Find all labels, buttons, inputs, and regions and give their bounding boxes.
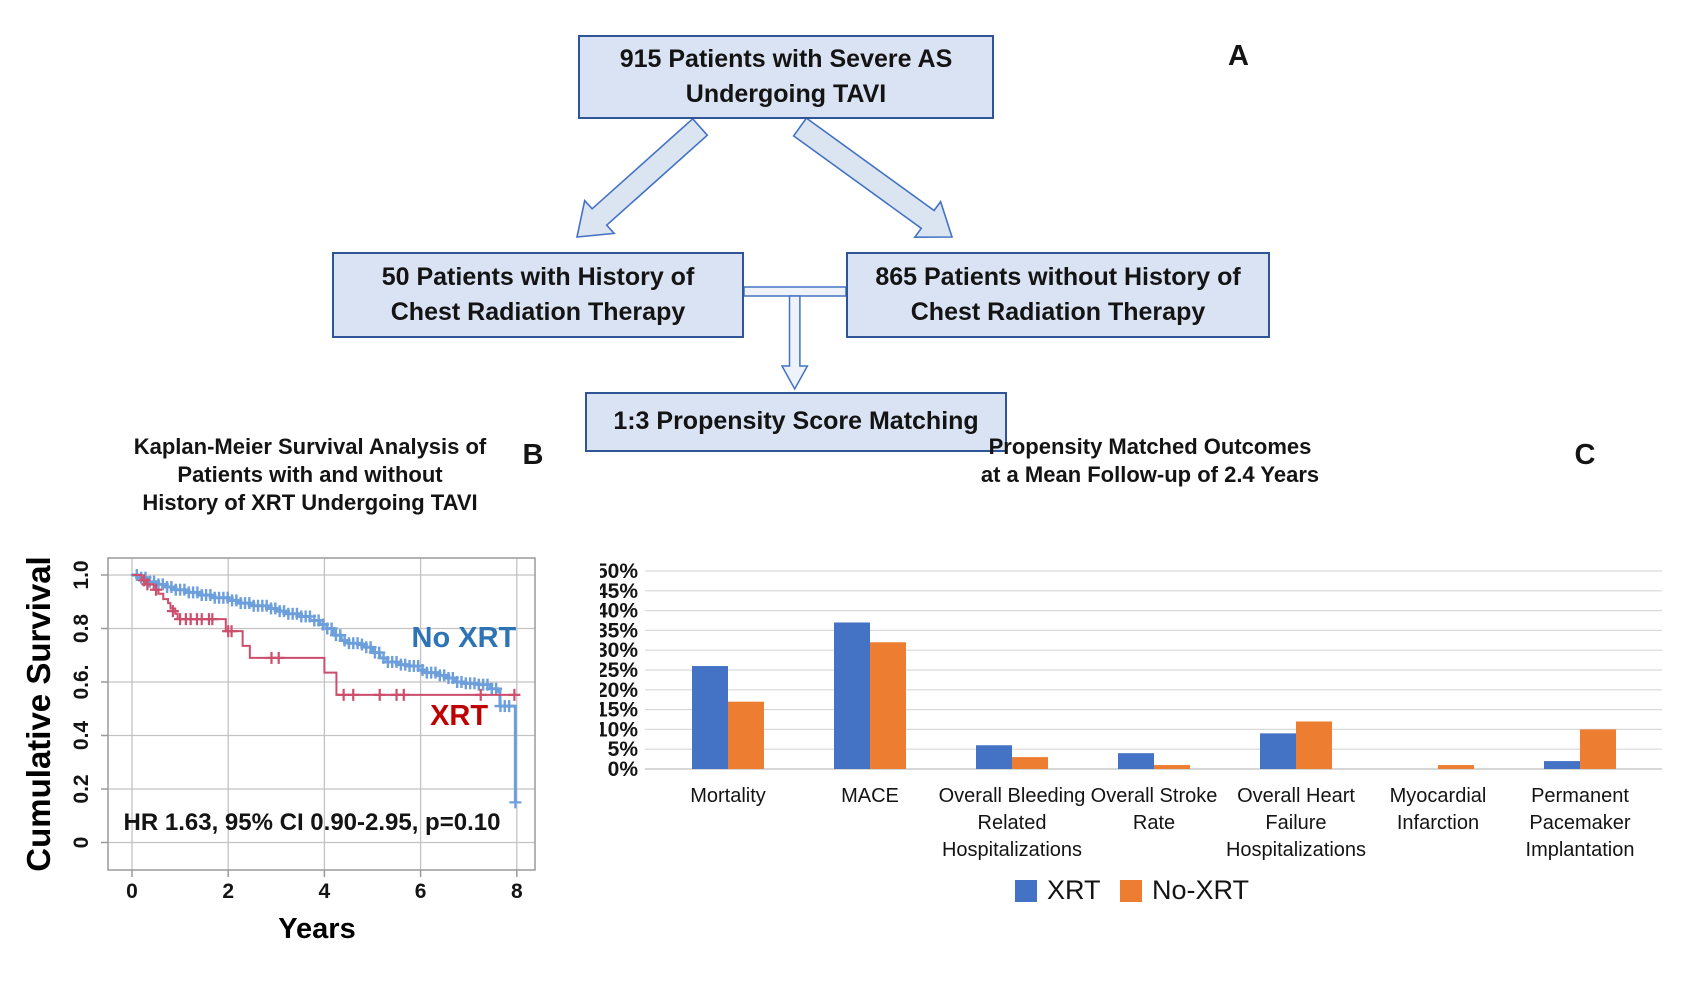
km-title-line: Kaplan-Meier Survival Analysis of [134, 434, 487, 459]
bar-ytick-label: 50% [600, 560, 638, 583]
km-ylabel: Cumulative Survival [20, 556, 57, 871]
bar-title-line: at a Mean Follow-up of 2.4 Years [981, 462, 1319, 487]
bar-no-xrt-4 [1296, 721, 1332, 769]
flow-arrow-right [792, 116, 954, 239]
bar-ytick-label: 5% [608, 738, 639, 761]
km-hr-annotation: HR 1.63, 95% CI 0.90-2.95, p=0.10 [124, 809, 501, 836]
km-xtick-label: 8 [511, 880, 523, 903]
bar-ytick-label: 45% [600, 580, 638, 603]
km-xtick-label: 0 [126, 880, 138, 903]
bar-no-xrt-1 [870, 642, 906, 769]
flow-arrow-down [780, 295, 809, 391]
bar-ytick-label: 30% [600, 639, 638, 662]
km-curve-xrt: XRT [132, 574, 521, 732]
bar-xrt-4 [1260, 733, 1296, 769]
flow-box-total-patients: 915 Patients with Severe AS Undergoing T… [578, 35, 994, 119]
km-ytick-label: 0.6. [70, 664, 93, 699]
km-title: Kaplan-Meier Survival Analysis of Patient… [134, 434, 487, 515]
km-series-label: XRT [430, 700, 488, 732]
bar-no-xrt-2 [1012, 757, 1048, 769]
bar-title-line: Propensity Matched Outcomes [989, 434, 1312, 459]
bar-no-xrt-0 [728, 701, 764, 769]
km-axis-ticks: 1.0 0.8 0.6. 0.4 0.2 0 0 2 4 6 8 [70, 560, 523, 903]
flow-box-xrt-line1: 50 Patients with History of [381, 262, 695, 291]
flow-box-matching: 1:3 Propensity Score Matching [585, 392, 1007, 452]
bar-category-label: Mortality [690, 785, 766, 807]
km-xtick-label: 2 [222, 880, 234, 903]
bar-groups [692, 622, 1616, 769]
bar-xrt-2 [976, 745, 1012, 769]
km-ytick-label: 0 [70, 837, 93, 849]
bar-gridlines [645, 570, 1662, 770]
km-ytick-label: 0.2 [70, 774, 93, 803]
bar-no-xrt-5 [1438, 765, 1474, 769]
flow-box-no-xrt-line1: 865 Patients without History of [875, 262, 1241, 291]
km-plot: 1.0 0.8 0.6. 0.4 0.2 0 0 2 4 6 8 Cumulative Surviva… [20, 434, 544, 945]
flow-box-matching-line1: 1:3 Propensity Score Matching [613, 407, 979, 436]
flow-box-no-xrt-line2: Chest Radiation Therapy [910, 298, 1206, 326]
bar-xrt-0 [692, 666, 728, 769]
panel-label-a: A [1228, 40, 1249, 72]
flow-box-total-line1: 915 Patients with Severe AS [619, 44, 953, 73]
bar-ytick-label: 0% [608, 758, 639, 781]
bar-ytick-label: 15% [600, 699, 638, 722]
km-plot-frame [107, 557, 536, 871]
panel-label-b: B [523, 439, 544, 471]
bar-category-label: MACE [841, 785, 899, 807]
bar-ytick-label: 20% [600, 679, 638, 702]
bar-ytick-label: 25% [600, 659, 638, 682]
bar-ytick-label: 10% [600, 718, 638, 741]
bar-ytick-label: 40% [600, 600, 638, 623]
bar-title: Propensity Matched Outcomes at a Mean Fol… [981, 434, 1319, 487]
panel-label-c: C [1575, 439, 1596, 471]
legend-swatch-xrt [1015, 880, 1037, 902]
bar-no-xrt-6 [1580, 729, 1616, 769]
km-curve-no-xrt: No XRT [130, 569, 522, 809]
flow-box-xrt-group: 50 Patients with History of Chest Radiat… [332, 252, 744, 338]
bar-xrt-3 [1118, 753, 1154, 769]
flow-box-xrt-line2: Chest Radiation Therapy [390, 298, 686, 326]
flow-box-no-xrt-group: 865 Patients without History of Chest Ra… [846, 252, 1270, 338]
km-ytick-label: 1.0 [70, 560, 93, 589]
flow-arrow-left [575, 117, 709, 238]
legend-label-xrt: XRT [1047, 875, 1101, 905]
km-title-line: History of XRT Undergoing TAVI [142, 490, 477, 515]
bar-xrt-6 [1544, 761, 1580, 769]
bar-ytick-labels: 0%5%10%15%20%25%30%35%40%45%50% [600, 560, 638, 781]
km-ytick-label: 0.8 [70, 614, 93, 644]
km-title-line: Patients with and without [177, 462, 443, 487]
flow-connector-horizontal [743, 286, 847, 297]
km-xlabel: Years [278, 913, 355, 945]
km-gridlines [108, 558, 535, 870]
legend-label-no-xrt: No-XRT [1152, 875, 1249, 905]
km-xtick-label: 4 [319, 880, 331, 903]
bar-ytick-label: 35% [600, 619, 638, 642]
legend-swatch-no-xrt [1120, 880, 1142, 902]
bar-legend: XRT No-XRT [1015, 875, 1249, 905]
outcomes-bar-chart: 0%5%10%15%20%25%30%35%40%45%50% Mortality… [600, 434, 1662, 905]
km-series-label: No XRT [412, 622, 517, 654]
km-xtick-label: 6 [415, 880, 427, 903]
bar-no-xrt-3 [1154, 765, 1190, 769]
km-ytick-label: 0.4 [70, 721, 93, 751]
bar-xrt-1 [834, 622, 870, 769]
flow-box-total-line2: Undergoing TAVI [685, 80, 887, 108]
